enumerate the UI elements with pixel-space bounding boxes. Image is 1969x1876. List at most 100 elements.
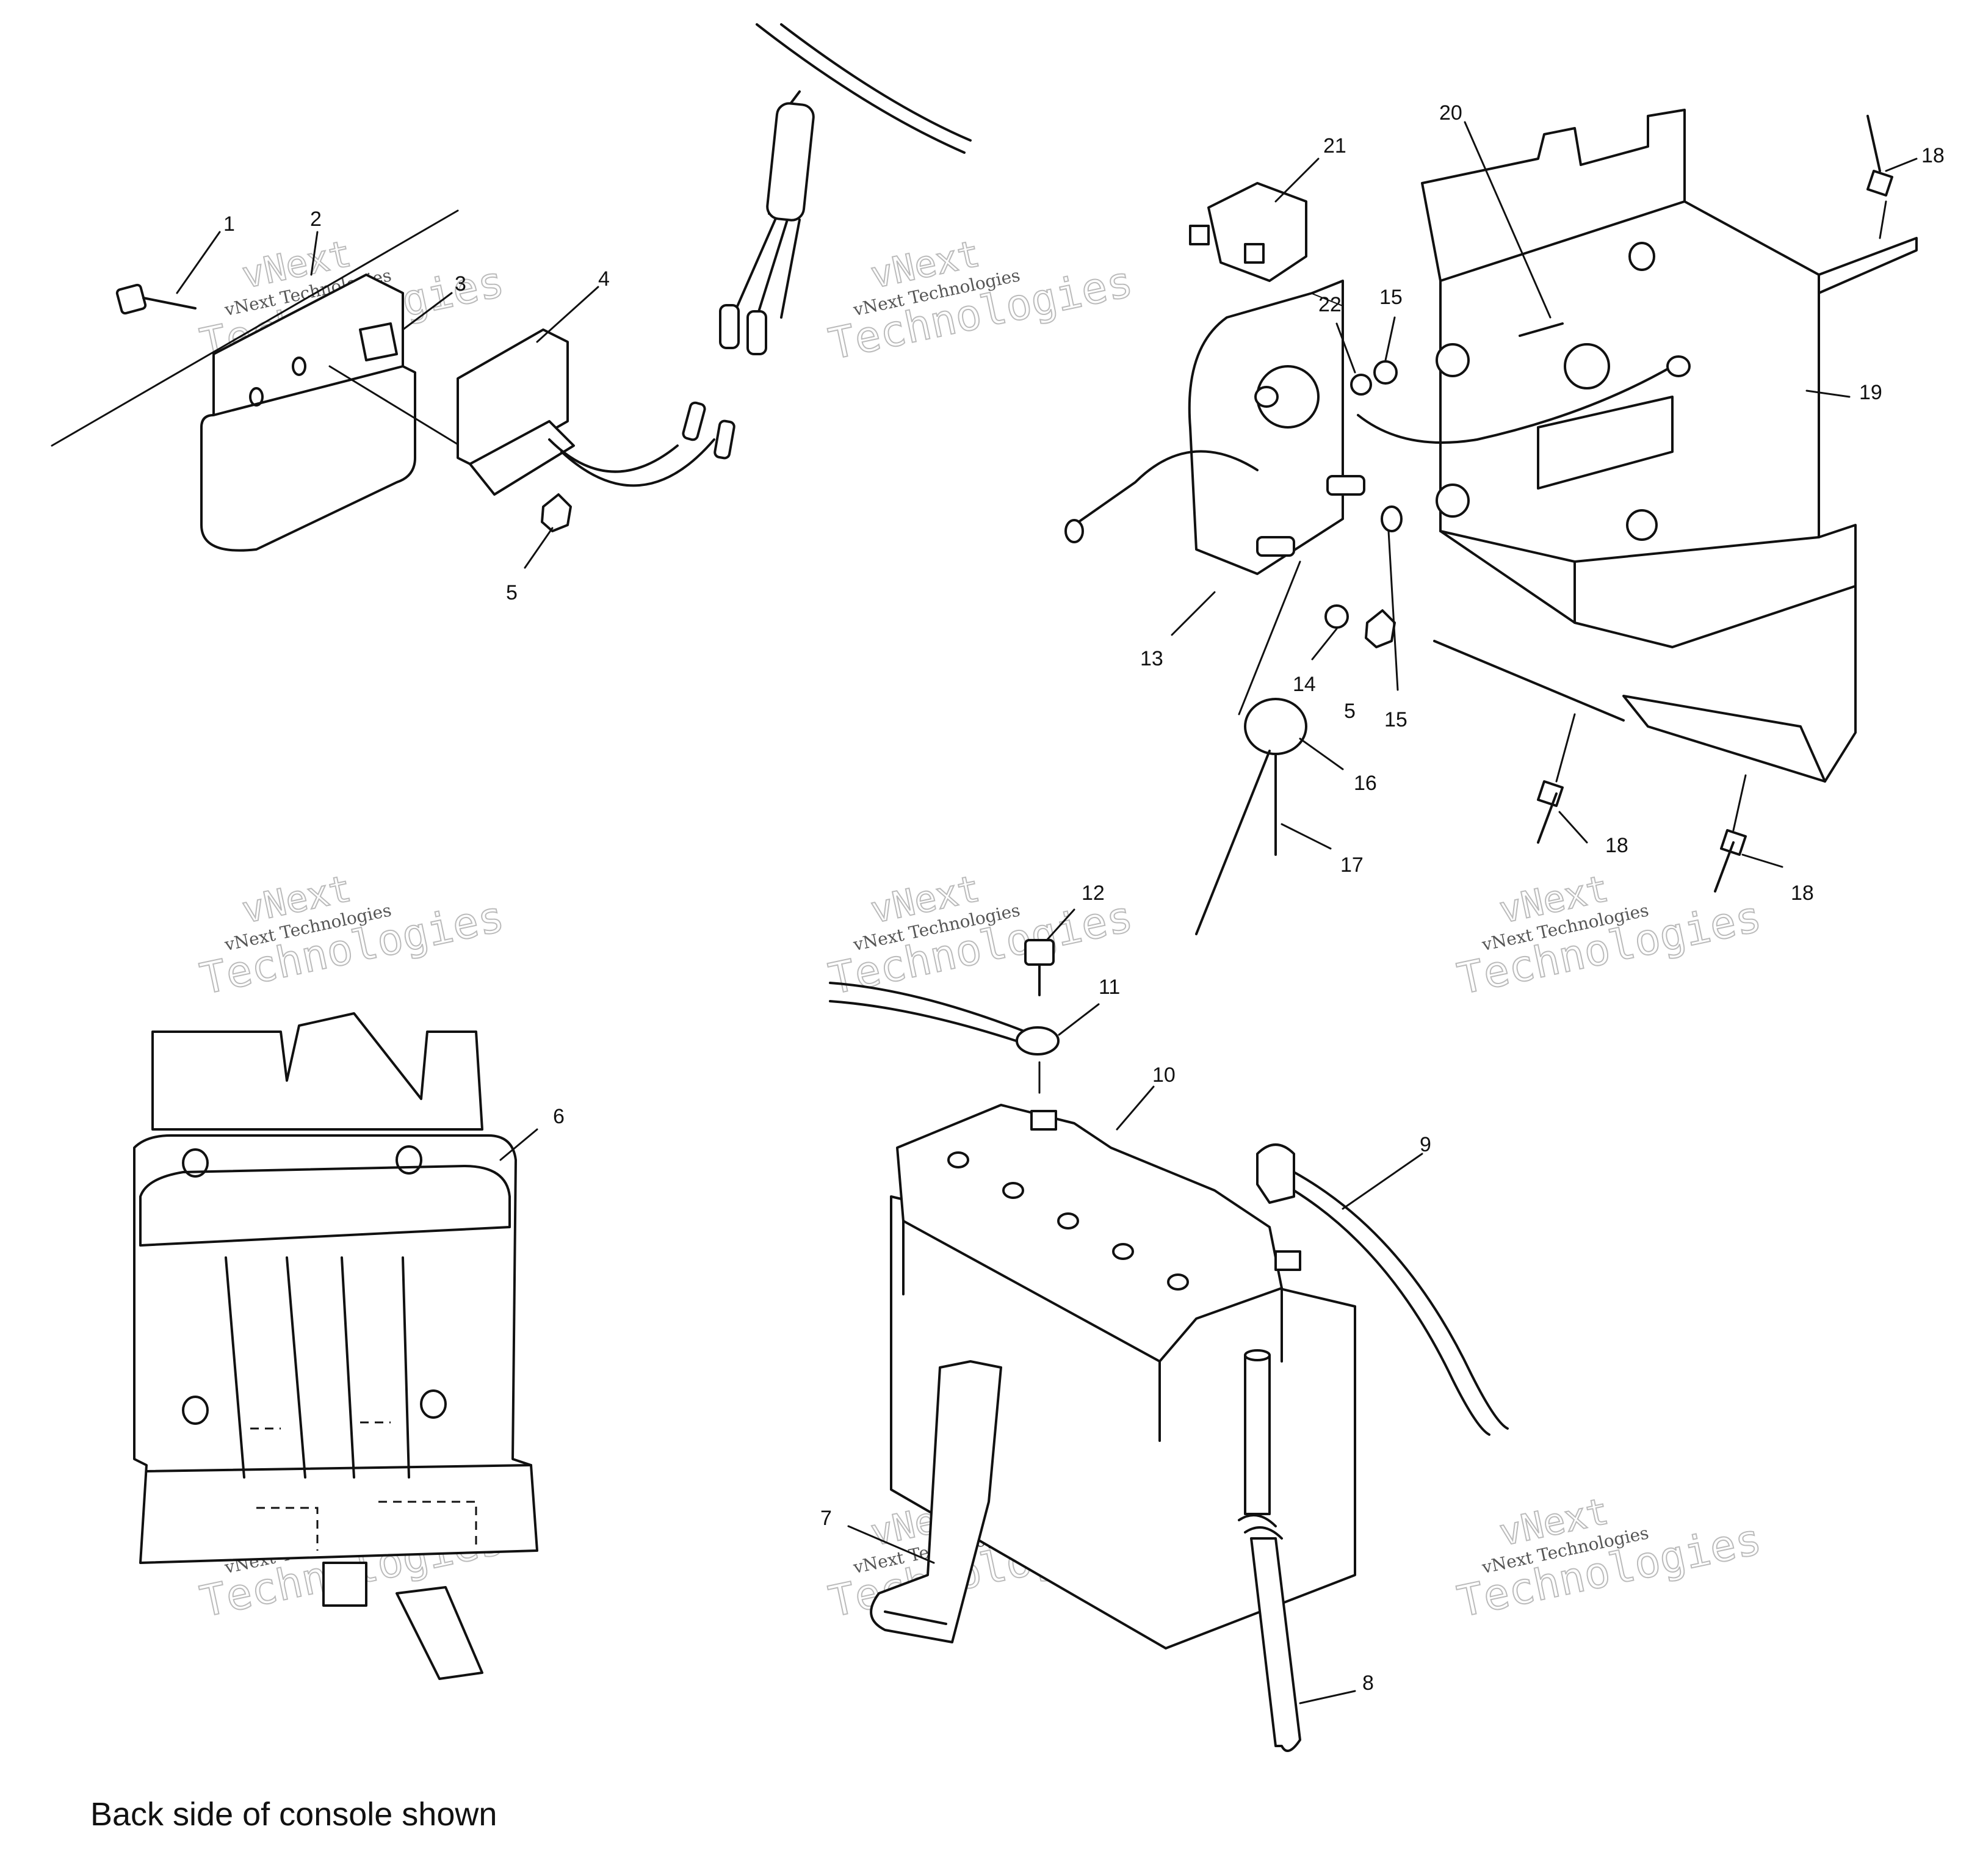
part-22-washer	[1350, 374, 1372, 396]
part-18-rivet-b	[1537, 780, 1564, 844]
part-14-washer	[1324, 604, 1349, 629]
battery-assembly	[829, 908, 1509, 1752]
part-8-hose-upper	[1244, 1354, 1271, 1515]
strap-fold	[884, 1610, 947, 1625]
callout-15a: 15	[1379, 286, 1403, 309]
part-1-bolt-shaft	[142, 297, 197, 310]
leader-10	[1116, 1085, 1155, 1131]
part-9-terminal-boot	[1256, 1143, 1295, 1204]
solenoid-stud-b	[1256, 536, 1295, 557]
holder-tab-b	[396, 1586, 483, 1680]
part-16-boot	[1244, 698, 1307, 755]
callout-18c: 18	[1791, 882, 1814, 905]
leader-21	[1274, 158, 1320, 203]
box-slot	[1537, 396, 1674, 490]
battery-box-assembly	[1064, 109, 1918, 935]
leader-15b	[1387, 530, 1399, 691]
box-strap-side	[1824, 585, 1857, 783]
ground-ring	[1666, 355, 1691, 377]
mount-hole-b	[292, 357, 306, 376]
ground-wire	[1357, 365, 1674, 444]
part-4-wire-b	[560, 438, 715, 487]
part-3-stud	[359, 322, 398, 361]
part-18-rivet-a	[1866, 115, 1893, 197]
solenoid-lead-terminal	[1064, 519, 1084, 543]
callout-19: 19	[1859, 381, 1882, 404]
part-2-housing	[200, 365, 416, 552]
vent-cap-4	[1112, 1243, 1134, 1260]
part-4-mount-plate	[469, 420, 575, 496]
callout-11: 11	[1099, 976, 1120, 999]
box-hole-1	[1628, 242, 1655, 271]
leader-18a	[1885, 158, 1918, 172]
callout-17: 17	[1340, 853, 1364, 877]
part-4-terminal-b	[714, 419, 735, 460]
rivet-c-line	[1732, 774, 1747, 831]
callout-20: 20	[1439, 101, 1462, 125]
holder-back-panel	[151, 1012, 483, 1131]
vent-cap-5	[1167, 1273, 1189, 1291]
watermark-2: vNext vNext Technologies Technologies	[824, 232, 1138, 371]
holder-tab-a	[322, 1562, 367, 1607]
battery-terminal-pos	[1030, 1110, 1057, 1131]
leader-15a	[1384, 316, 1396, 361]
solenoid-stud-a	[1326, 475, 1365, 496]
console-edge-line	[51, 209, 459, 447]
part-4-wire-a	[548, 438, 679, 473]
box-side-flange	[1818, 237, 1918, 294]
part-5-nut-lower	[1365, 609, 1396, 648]
vent-cap-1	[947, 1151, 969, 1168]
leader-1	[176, 231, 221, 294]
cdi-assembly	[51, 23, 972, 569]
part-15-washer-upper	[1373, 360, 1398, 385]
callout-21: 21	[1323, 134, 1346, 158]
part-5-nut	[541, 493, 572, 532]
callout-13: 13	[1140, 647, 1163, 670]
vent-cap-2	[1002, 1182, 1024, 1199]
watermark-5: vNext vNext Technologies Technologies	[824, 867, 1138, 1005]
alignment-line	[328, 365, 471, 453]
box-top-edge	[1439, 200, 1686, 282]
wire-loom-curve	[756, 23, 966, 154]
callout-14: 14	[1293, 673, 1316, 696]
callout-5b: 5	[1344, 700, 1356, 723]
holder-bottom-edge	[145, 1464, 532, 1472]
leader-5a	[524, 527, 554, 569]
leader-2	[310, 231, 319, 276]
box-grommet-1	[1436, 343, 1470, 377]
battery-holder-assembly	[133, 1012, 538, 1680]
boot-alignment	[1238, 560, 1301, 715]
leader-17	[1281, 823, 1332, 850]
holder-hidden-lines	[256, 1501, 477, 1551]
leader-22	[1335, 322, 1356, 374]
callout-16: 16	[1354, 772, 1377, 795]
part-nut-upper	[1254, 386, 1279, 408]
leader-13	[1171, 591, 1216, 636]
callout-18a: 18	[1921, 144, 1945, 167]
leader-9	[1342, 1153, 1423, 1210]
leader-11	[1058, 1003, 1100, 1036]
part-9-cable-b	[1293, 1189, 1490, 1436]
callout-1: 1	[223, 212, 235, 236]
battery-top-edges	[902, 1220, 1283, 1442]
callout-22: 22	[1318, 293, 1342, 316]
leader-14	[1311, 628, 1338, 661]
callout-7: 7	[820, 1507, 832, 1530]
holder-top-strap	[139, 1165, 511, 1247]
wire-loom-curve-2	[780, 23, 972, 142]
connector-a	[719, 304, 740, 349]
callout-9: 9	[1420, 1133, 1431, 1156]
part-11-cable	[829, 982, 1027, 1033]
callout-3: 3	[455, 272, 466, 295]
leader-20	[1464, 121, 1552, 319]
holder-hole-1	[182, 1148, 209, 1178]
solenoid-bracket	[1312, 280, 1344, 305]
holder-hidden-lines-2	[250, 1421, 391, 1430]
callout-15b: 15	[1384, 708, 1407, 731]
solenoid-lead	[1073, 450, 1259, 526]
holder-straps	[225, 1256, 410, 1479]
holder-hole-4	[420, 1389, 447, 1419]
callout-5a: 5	[506, 581, 518, 604]
watermark-6: vNext vNext Technologies Technologies	[1453, 867, 1766, 1005]
